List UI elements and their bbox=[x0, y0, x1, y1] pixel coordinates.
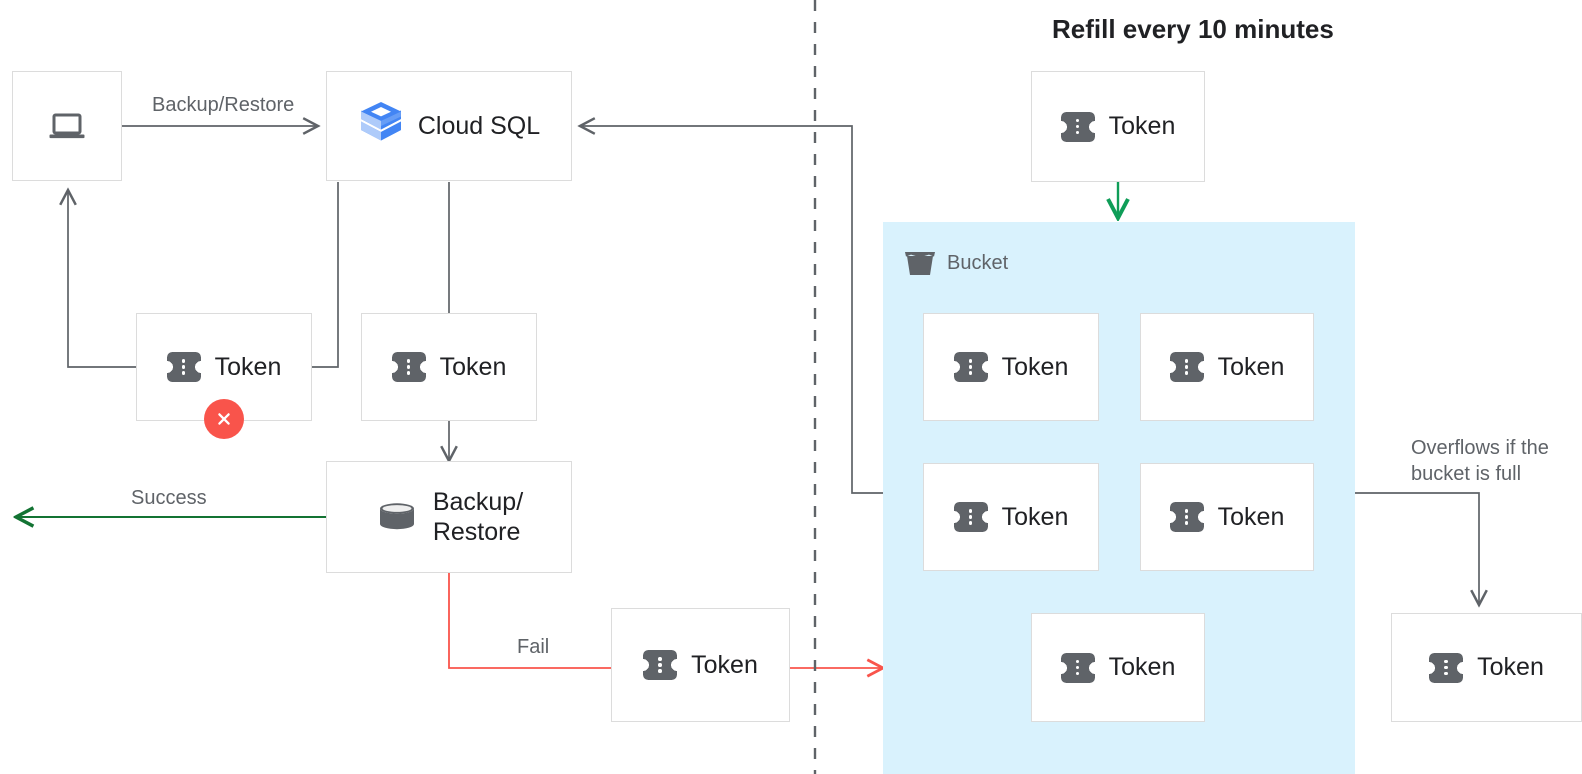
bucket-token-4[interactable]: Token bbox=[1031, 613, 1205, 722]
edge-bucket-overflow bbox=[1355, 492, 1479, 605]
token-client-label: Token bbox=[214, 352, 282, 381]
token-icon bbox=[1060, 111, 1095, 142]
node-token-fail[interactable]: Token bbox=[611, 608, 790, 722]
node-backup-restore[interactable]: Backup/ Restore bbox=[326, 461, 572, 573]
edge-bucket-to-cloudsql bbox=[580, 126, 883, 494]
token-icon bbox=[166, 352, 201, 382]
bucket-token-0[interactable]: Token bbox=[923, 313, 1099, 421]
token-icon bbox=[643, 650, 678, 680]
bucket-icon bbox=[905, 252, 935, 275]
laptop-icon bbox=[49, 113, 85, 139]
edge-label-backup-restore: Backup/Restore bbox=[152, 94, 295, 116]
database-icon bbox=[379, 503, 414, 530]
bucket-token-label: Token bbox=[1108, 653, 1176, 681]
node-token-sql[interactable]: Token bbox=[361, 313, 537, 421]
token-icon bbox=[1169, 352, 1204, 382]
token-sql-label: Token bbox=[439, 352, 507, 381]
edge-label-success: Success bbox=[131, 487, 207, 509]
token-icon bbox=[391, 352, 426, 382]
bucket-token-label: Token bbox=[1217, 352, 1285, 381]
edge-label-fail: Fail bbox=[517, 636, 550, 658]
error-x-icon bbox=[204, 399, 244, 439]
token-refill-label: Token bbox=[1108, 112, 1176, 140]
backup-restore-label: Backup/ Restore bbox=[432, 487, 524, 547]
bucket-token-2[interactable]: Token bbox=[923, 463, 1099, 571]
token-icon bbox=[1429, 652, 1464, 683]
node-token-client[interactable]: Token bbox=[136, 313, 312, 421]
token-icon bbox=[1060, 652, 1095, 683]
page-title: Refill every 10 minutes bbox=[1052, 14, 1334, 44]
bucket-header: Bucket bbox=[903, 248, 1008, 278]
node-token-refill[interactable]: Token bbox=[1031, 71, 1205, 182]
bucket-token-label: Token bbox=[1001, 502, 1069, 531]
token-fail-label: Token bbox=[691, 650, 758, 679]
bucket-token-label: Token bbox=[1001, 352, 1069, 381]
token-overflow-label: Token bbox=[1477, 653, 1544, 681]
bucket-token-1[interactable]: Token bbox=[1140, 313, 1314, 421]
node-token-overflow[interactable]: Token bbox=[1391, 613, 1582, 722]
cloud-sql-label: Cloud SQL bbox=[417, 111, 541, 140]
bucket-label: Bucket bbox=[947, 251, 1009, 274]
node-cloud-sql[interactable]: Cloud SQL bbox=[326, 71, 572, 181]
token-icon bbox=[953, 352, 988, 382]
token-icon bbox=[953, 502, 988, 532]
bucket-token-label: Token bbox=[1217, 502, 1285, 531]
edge-label-overflow: Overflows if the bucket is full bbox=[1411, 437, 1549, 485]
cloud-sql-icon bbox=[360, 102, 401, 141]
bucket-token-3[interactable]: Token bbox=[1140, 463, 1314, 571]
token-icon bbox=[1169, 502, 1204, 532]
node-client[interactable] bbox=[12, 71, 122, 181]
